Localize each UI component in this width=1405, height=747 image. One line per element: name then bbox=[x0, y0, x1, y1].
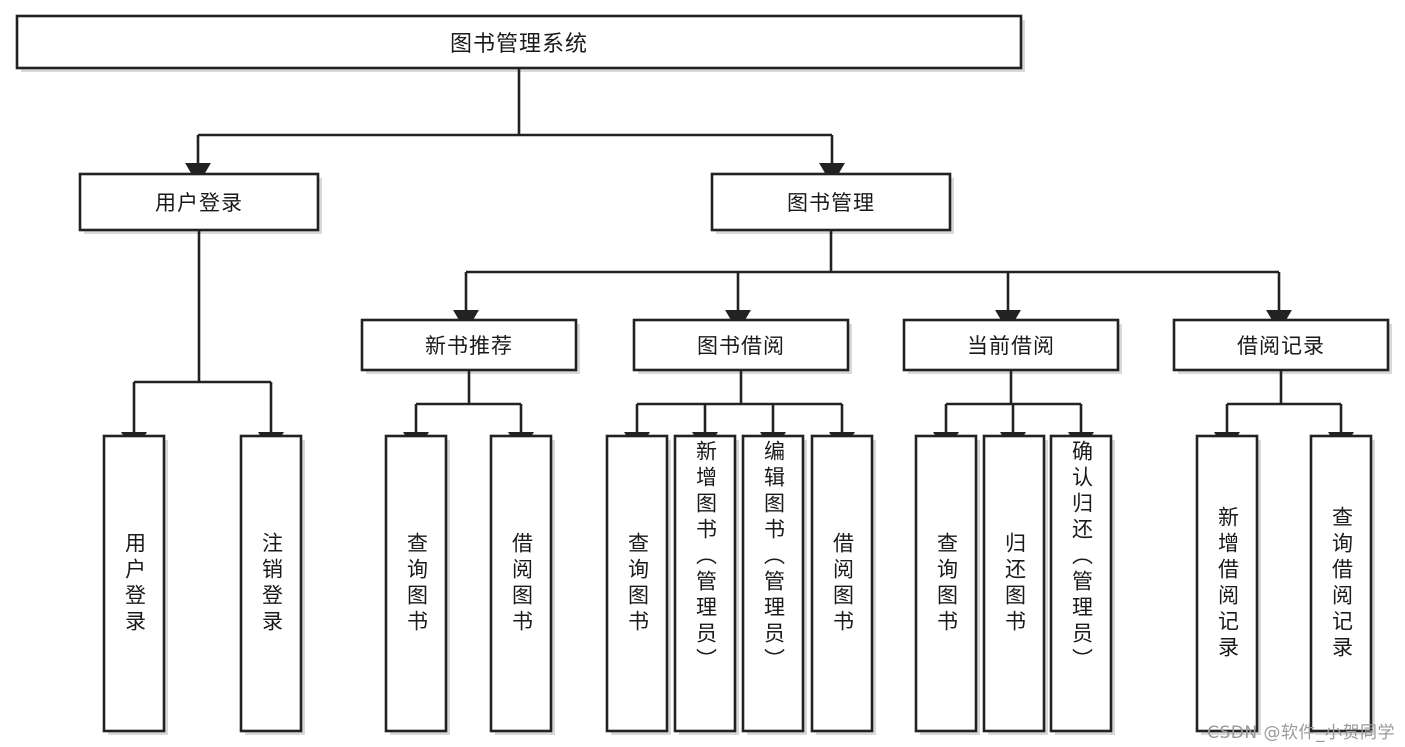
node-leaf-user-login[interactable] bbox=[102, 434, 168, 735]
node-leaf-query-record[interactable] bbox=[1309, 434, 1375, 735]
node-leaf-query-book-3[interactable] bbox=[914, 434, 980, 735]
node-leaf-user-logout[interactable] bbox=[239, 434, 305, 735]
node-leaf-edit-book[interactable] bbox=[741, 434, 807, 735]
node-leaf-borrow-book-2[interactable] bbox=[810, 434, 876, 735]
node-user-login[interactable] bbox=[78, 172, 322, 234]
watermark-text: CSDN @软件_小贺同学 bbox=[1207, 723, 1395, 743]
node-leaf-query-book-1[interactable] bbox=[384, 434, 450, 735]
node-leaf-add-record[interactable] bbox=[1195, 434, 1261, 735]
node-book-borrow[interactable] bbox=[632, 318, 852, 374]
node-current-borrow[interactable] bbox=[902, 318, 1122, 374]
node-borrow-record[interactable] bbox=[1172, 318, 1392, 374]
node-book-management[interactable] bbox=[710, 172, 954, 234]
node-leaf-add-book[interactable] bbox=[673, 434, 739, 735]
node-leaf-return-book[interactable] bbox=[982, 434, 1048, 735]
node-new-book-recommend[interactable] bbox=[360, 318, 580, 374]
node-leaf-borrow-book-1[interactable] bbox=[489, 434, 555, 735]
node-leaf-confirm-return[interactable] bbox=[1049, 434, 1115, 735]
node-root[interactable] bbox=[15, 14, 1025, 72]
node-leaf-query-book-2[interactable] bbox=[605, 434, 671, 735]
